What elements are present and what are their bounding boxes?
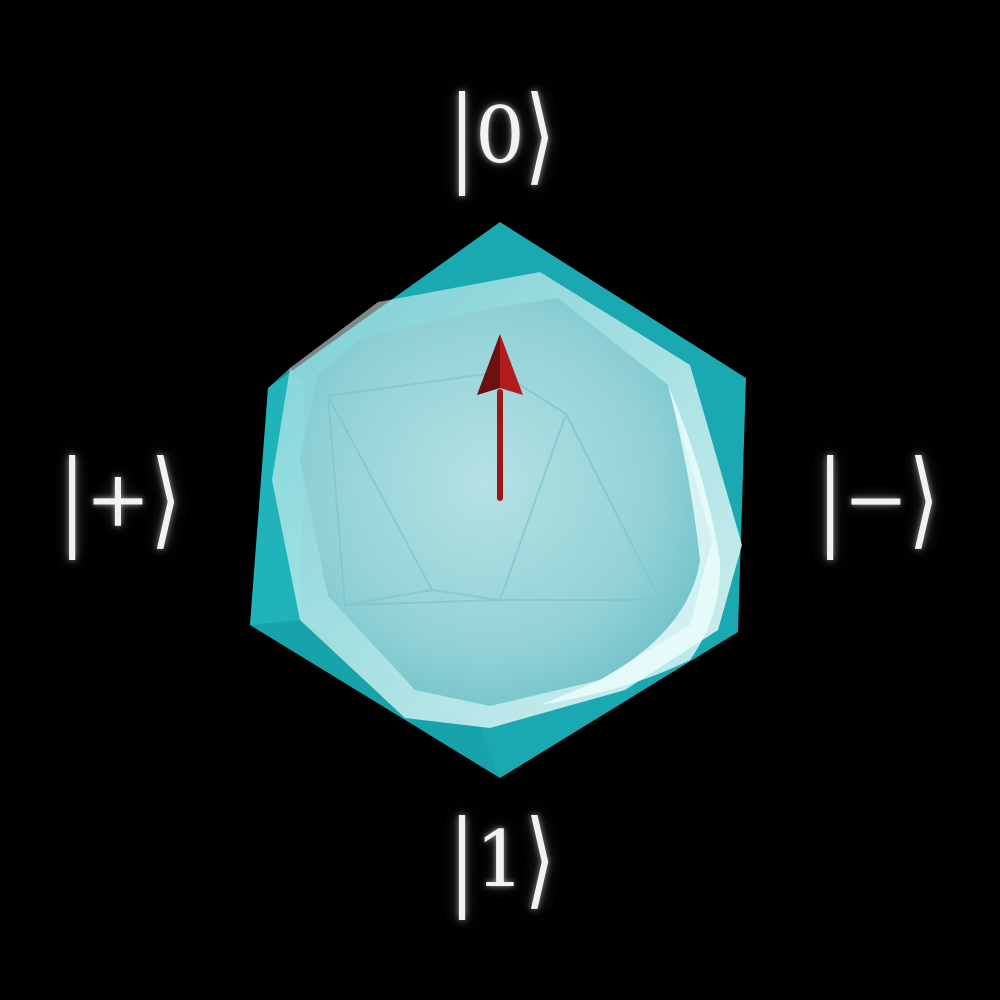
ket-one-label: |1⟩ <box>448 799 556 921</box>
inner-facets <box>327 370 661 607</box>
state-arrow <box>477 334 523 501</box>
ket-zero-value: 0 <box>475 91 525 181</box>
ket-plus-label: |+⟩ <box>58 439 182 561</box>
rim-highlight <box>540 385 721 705</box>
ket-one-value: 1 <box>475 815 525 905</box>
ket-plus-value: + <box>85 455 151 545</box>
ket-minus-value: − <box>843 455 909 545</box>
ket-minus-label: |−⟩ <box>816 439 940 561</box>
ket-zero-label: |0⟩ <box>448 75 556 197</box>
back-facet-bottom <box>250 620 500 778</box>
